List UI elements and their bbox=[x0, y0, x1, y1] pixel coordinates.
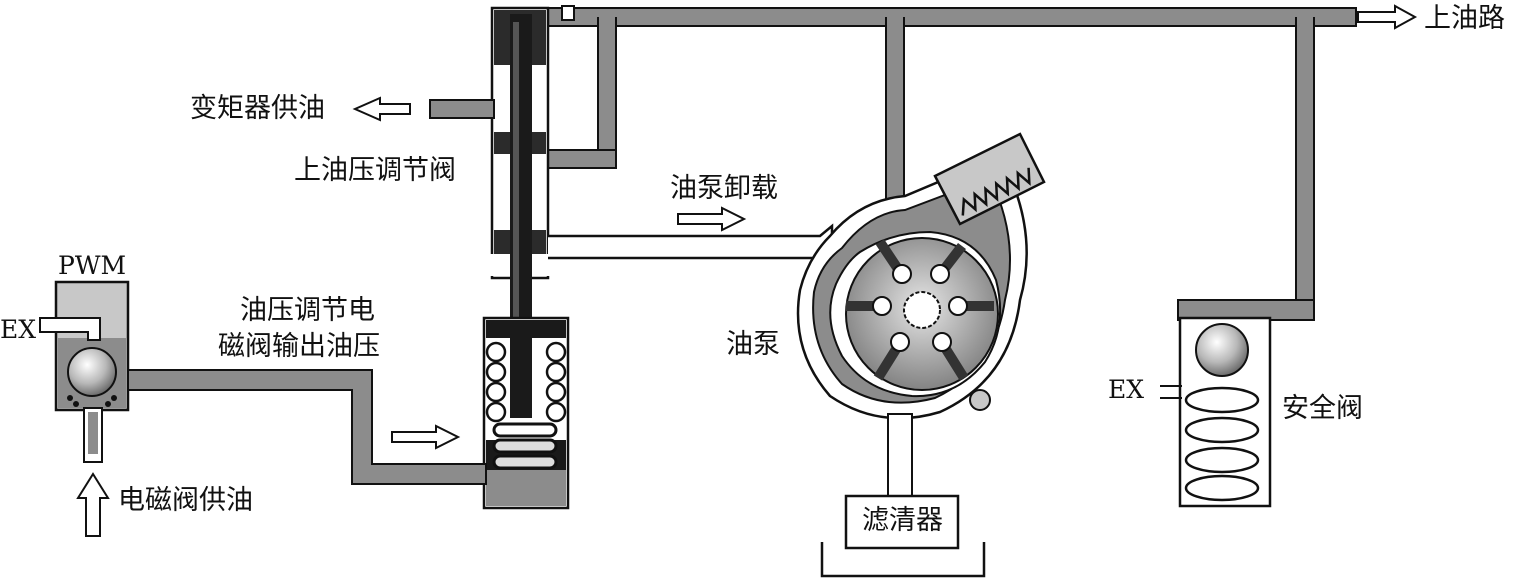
label-converter-feed: 变矩器供油 bbox=[190, 93, 325, 124]
pump-unload-line bbox=[548, 206, 834, 260]
label-filter: 滤清器 bbox=[862, 505, 943, 536]
converter-feed-line bbox=[352, 96, 495, 122]
regulator-spring-housing bbox=[482, 316, 570, 510]
label-solenoid-output-line2: 磁阀输出油压 bbox=[218, 331, 380, 362]
filter bbox=[820, 494, 986, 578]
oil-pump bbox=[796, 154, 1028, 420]
label-ex-right: EX bbox=[1108, 375, 1145, 404]
solenoid-feed-arrow bbox=[76, 472, 110, 537]
pump-spring bbox=[933, 132, 1046, 226]
label-pwm: PWM bbox=[58, 251, 127, 280]
label-solenoid-feed: 电磁阀供油 bbox=[118, 485, 253, 516]
label-pump-unload: 油泵卸载 bbox=[670, 173, 778, 204]
label-pump: 油泵 bbox=[726, 329, 780, 360]
pump-suction-line bbox=[887, 413, 913, 497]
main-oil-line bbox=[547, 7, 1357, 321]
label-main-line: 上油路 bbox=[1424, 3, 1505, 34]
label-main-regulator: 上油压调节阀 bbox=[294, 155, 456, 186]
pwm-solenoid bbox=[39, 280, 130, 463]
label-solenoid-output-line1: 油压调节电 bbox=[240, 295, 375, 326]
main-regulator-valve bbox=[488, 5, 575, 424]
label-safety-valve: 安全阀 bbox=[1282, 393, 1363, 424]
solenoid-output-line bbox=[127, 369, 487, 485]
safety-valve bbox=[1160, 316, 1272, 508]
label-ex-left: EX bbox=[0, 315, 37, 344]
main-line-arrow bbox=[1357, 4, 1418, 30]
